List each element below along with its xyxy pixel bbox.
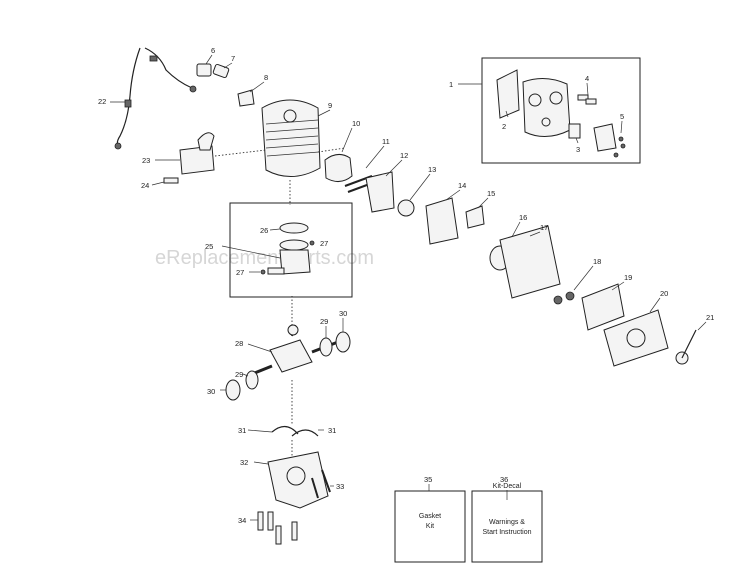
kit-box-35: 35 Gasket Kit [394,475,466,563]
piston-kit-box [221,202,353,298]
plate-part-2 [496,69,520,119]
kit-box-36: 36 Kit-Decal Warnings & Start Instructio… [471,475,543,563]
callout-14: 14 [458,181,466,190]
callout-29a: 29 [320,317,328,326]
crankcase-part-32 [253,451,329,509]
callout-18: 18 [593,257,601,266]
gasket-part-13 [397,199,415,217]
gasket-part-3 [568,123,581,139]
kit-36-line-1: Warnings & [489,519,525,526]
nut-part-18b [565,291,575,301]
callout-26: 26 [260,226,268,235]
callout-8: 8 [264,73,268,82]
ignition-wire-part-22 [110,47,197,150]
callout-21: 21 [706,313,714,322]
callout-3: 3 [576,145,580,154]
callout-6: 6 [211,46,215,55]
kit-1-box [458,57,641,164]
callout-1: 1 [449,80,453,89]
spark-plug-part-8 [237,89,255,107]
callout-11: 11 [382,137,390,146]
stud-part-4a [577,94,589,101]
callout-27a: 27 [320,239,328,248]
callout-28: 28 [235,339,243,348]
bolts-part-34 [250,511,298,545]
callout-22: 22 [98,97,106,106]
callout-27b: 27 [236,268,244,277]
callout-34: 34 [238,516,246,525]
plate-part-5 [593,123,617,152]
cylinder-part-9 [261,99,331,177]
spark-boot-part-6 [196,63,212,77]
kit-35-number: 35 [424,475,432,484]
retainer-clips-part-31 [247,425,324,437]
callout-17: 17 [540,223,548,232]
air-box-part [522,78,571,137]
bearing-part-30a [335,331,351,353]
piston-part-25 [279,249,311,275]
kit-35-line-2: Kit [426,523,434,530]
callout-2: 2 [502,122,506,131]
callout-16: 16 [519,213,527,222]
callout-7: 7 [231,54,235,63]
kit-36-header: Kit-Decal [493,483,522,490]
callout-12: 12 [400,151,408,160]
intake-part-10 [324,154,353,182]
callout-33: 33 [336,482,344,491]
gasket-part-19 [581,283,625,331]
knob-part-21 [675,329,697,365]
kit-36-number: 36 [500,475,508,484]
kit-35-line-1: Gasket [419,513,441,520]
callout-labels: 1 2 3 4 5 6 7 8 9 10 11 12 13 14 15 16 1… [98,46,714,525]
seal-part-29b [245,370,259,390]
carburetor-part-14 [425,197,459,245]
kit-36-line-2: Start Instruction [482,529,531,536]
filter-housing-part-17 [499,225,561,299]
switch-part-23 [179,132,215,175]
callout-15: 15 [487,189,495,198]
callout-20: 20 [660,289,668,298]
callout-9: 9 [328,101,332,110]
callout-23: 23 [142,156,150,165]
callout-4: 4 [585,74,589,83]
callout-5: 5 [620,112,624,121]
seal-part-29a [319,337,333,357]
studs-part-33 [311,469,334,499]
pin-part [267,267,285,275]
callout-19: 19 [624,273,632,282]
primer-part-15 [465,205,485,229]
callout-24: 24 [141,181,149,190]
watermark: eReplacementParts.com [155,247,374,269]
callout-31b: 31 [328,426,336,435]
callout-30b: 30 [207,387,215,396]
clip-part-27a [309,240,315,246]
bearing-part-30b [225,379,241,401]
callout-13: 13 [428,165,436,174]
callout-31a: 31 [238,426,246,435]
callout-25: 25 [205,242,213,251]
carb-part-12 [365,171,395,213]
callout-29b: 29 [235,370,243,379]
clip-part-27b [260,269,266,275]
callout-30a: 30 [339,309,347,318]
screw-part-24 [163,177,179,184]
callout-32: 32 [240,458,248,467]
callout-10: 10 [352,119,360,128]
ring-part-26 [279,222,309,234]
stud-part-4b [585,98,597,105]
nut-part-18a [553,295,563,305]
